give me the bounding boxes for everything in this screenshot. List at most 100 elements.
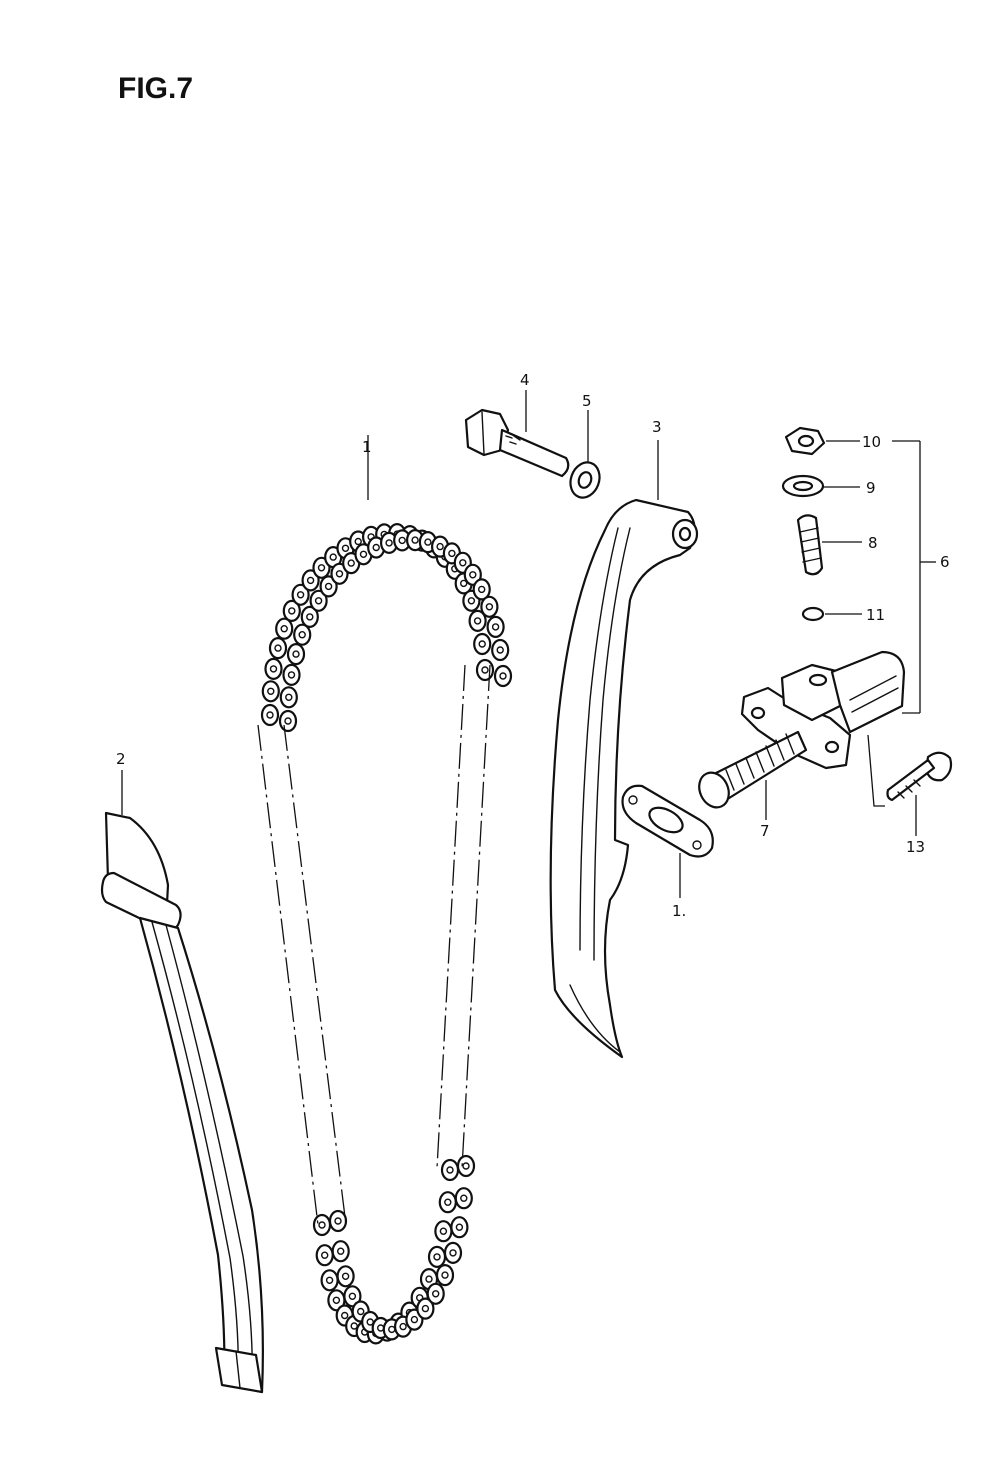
leader-lines	[121, 390, 936, 898]
chain-pin	[467, 597, 476, 605]
chain-link	[320, 1269, 339, 1292]
chain-dashline-right-outer	[461, 664, 491, 1169]
chain-pin	[321, 1251, 329, 1259]
gasket-part-12	[621, 784, 714, 858]
chain-pin	[317, 564, 326, 572]
chain-dashline-right-inner	[436, 664, 466, 1169]
chain-pin	[462, 1162, 470, 1170]
chain-pin	[334, 1217, 342, 1225]
washer-part-5	[569, 461, 601, 499]
chain-link	[260, 703, 280, 727]
chain-pin	[280, 625, 288, 633]
nut-part-10	[784, 426, 826, 456]
chain-link	[328, 1209, 348, 1233]
chain-link	[438, 1191, 457, 1214]
chain-pin	[432, 1290, 440, 1298]
chain-top-links	[260, 522, 513, 733]
chain-pin	[274, 644, 282, 652]
chain-pin	[354, 537, 362, 546]
chain-pin	[341, 1311, 349, 1320]
chain-pin	[372, 543, 380, 552]
chain-pin	[296, 591, 305, 599]
chain-link	[319, 575, 338, 598]
chain-pin	[460, 579, 468, 588]
callout-1: 1	[362, 438, 372, 456]
chain-pin	[267, 687, 275, 695]
chain-link	[493, 664, 513, 688]
tensioner-adjuster-part-7	[698, 650, 906, 809]
chain-link	[300, 605, 319, 629]
chain-link	[416, 1297, 435, 1320]
chain-pin	[341, 1272, 350, 1281]
chain-link	[291, 583, 310, 606]
chain-link	[434, 1220, 453, 1243]
chain-pin	[449, 1249, 457, 1257]
chain-pin	[385, 539, 393, 547]
chain-guide	[100, 811, 264, 1394]
chain-link	[309, 589, 328, 612]
chain-pin	[485, 603, 494, 611]
chain-pin	[324, 582, 333, 591]
cam-chain	[257, 522, 513, 1345]
chain-link	[261, 680, 280, 703]
chain-link	[426, 1282, 445, 1305]
chain-link	[301, 569, 320, 592]
chain-link	[282, 663, 301, 687]
callout-9: 9	[866, 479, 876, 497]
chain-pin	[481, 666, 489, 674]
chain-link	[475, 658, 495, 682]
chain-pin	[288, 607, 296, 615]
tensioner-guide	[549, 498, 699, 1059]
chain-dashline-left-inner	[283, 724, 347, 1226]
chain-pin	[436, 542, 444, 551]
chain-pin	[421, 1304, 430, 1313]
callout-6: 6	[940, 553, 950, 571]
chain-pin	[357, 1307, 365, 1316]
callout-7: 7	[760, 822, 770, 840]
chain-pin	[399, 1322, 407, 1331]
chain-pin	[424, 538, 432, 546]
chain-link	[480, 595, 499, 618]
chain-pin	[287, 671, 296, 679]
chain-bottom-links	[312, 1154, 476, 1345]
chain-pin	[306, 576, 315, 585]
chain-pin	[439, 1227, 448, 1235]
chain-pin	[341, 544, 350, 552]
chain-pin	[337, 1247, 345, 1255]
callout-11: 11	[866, 606, 885, 624]
chain-pin	[441, 1271, 449, 1279]
chain-pin	[359, 550, 368, 558]
callout-3: 3	[652, 418, 662, 436]
chain-pin	[455, 1223, 464, 1231]
chain-pin	[314, 597, 323, 605]
figure-title: FIG.7	[118, 72, 193, 105]
chain-pin	[410, 1315, 419, 1324]
chain-link	[486, 615, 505, 639]
chain-link	[473, 632, 492, 656]
chain-pin	[298, 631, 306, 639]
chain-link	[293, 623, 312, 646]
callout-4: 4	[520, 371, 530, 389]
chain-link	[275, 617, 294, 640]
callout-10: 10	[862, 433, 881, 451]
chain-pin	[425, 1275, 433, 1283]
chain-link	[450, 1216, 469, 1239]
chain-link	[343, 1285, 362, 1308]
chain-pin	[332, 1296, 341, 1305]
chain-pin	[448, 549, 456, 558]
chain-pin	[459, 559, 467, 567]
washer-part-9	[781, 474, 825, 498]
callout-8: 8	[868, 534, 878, 552]
chain-pin	[398, 536, 406, 545]
callout-5: 5	[582, 392, 592, 410]
chain-link	[331, 1240, 350, 1263]
chain-link	[278, 709, 298, 733]
chain-link	[435, 1263, 455, 1287]
chain-pin	[329, 553, 337, 561]
chain-pin	[284, 717, 292, 725]
chain-link	[463, 563, 482, 586]
chain-link	[468, 609, 487, 633]
chain-pin	[446, 1166, 454, 1174]
chain-pin	[269, 665, 278, 673]
